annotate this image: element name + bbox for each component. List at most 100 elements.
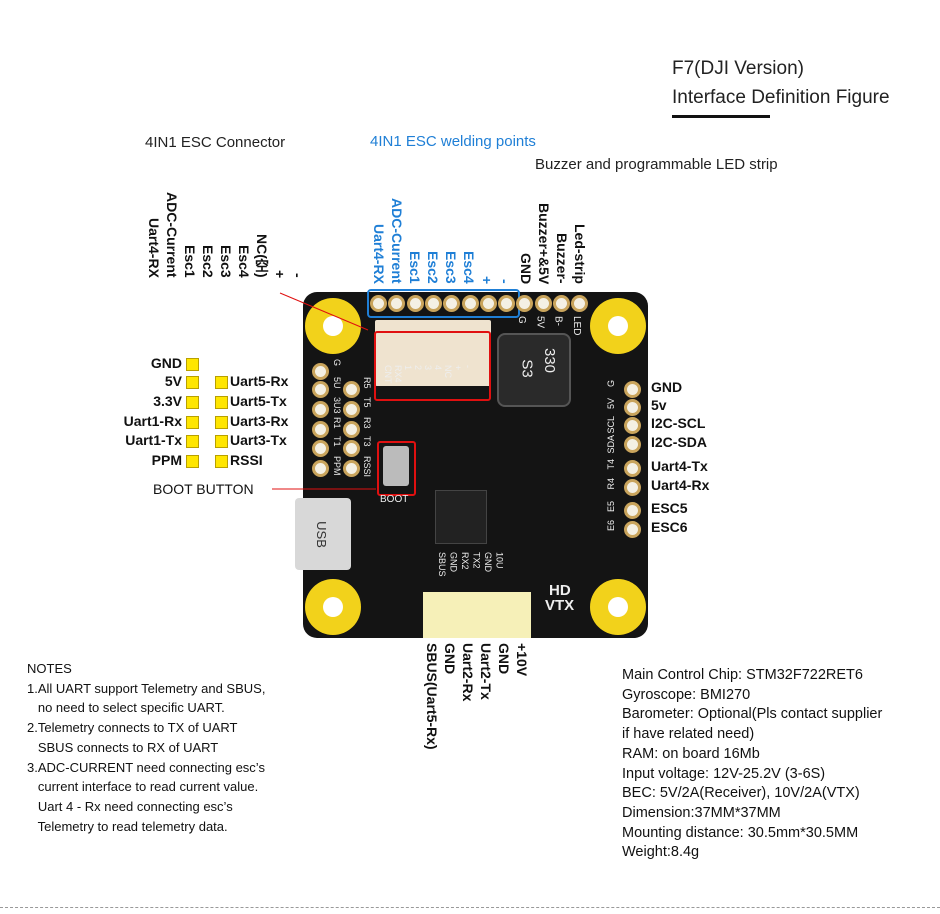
- pin-label: ADC-Current: [164, 192, 180, 278]
- solder-pad: [624, 436, 641, 453]
- solder-pad: [624, 460, 641, 477]
- solder-pad: [498, 295, 516, 312]
- solder-pad: [443, 295, 461, 312]
- right-pin-label: 5v: [651, 397, 667, 413]
- esc-connector-caption: 4IN1 ESC Connector: [145, 134, 286, 151]
- solder-pad: [406, 295, 424, 312]
- right-pin-label: GND: [651, 379, 683, 395]
- solder-pad: [624, 417, 641, 434]
- pin-label: Uart2-Rx: [460, 643, 476, 702]
- solder-pad: [343, 381, 360, 398]
- solder-pad: [516, 295, 534, 312]
- notes-line: current interface to read current value.: [27, 779, 259, 795]
- silk-label: T5: [362, 397, 372, 408]
- spec-line: if have related need): [622, 726, 755, 743]
- left-pin-label: Uart1-Tx: [125, 432, 182, 448]
- notes-title: NOTES: [27, 661, 72, 676]
- right-pin-label: Uart4-Tx: [651, 458, 708, 474]
- mounting-hole: [590, 298, 646, 354]
- solder-pad: [343, 421, 360, 438]
- silk-label: G: [516, 316, 527, 324]
- pin-label: Buzzer-: [554, 233, 570, 284]
- pin-marker: [186, 358, 199, 371]
- pin-label: Esc4: [461, 251, 477, 284]
- notes-line: Uart 4 - Rx need connecting esc’s: [27, 798, 233, 814]
- spec-line: Main Control Chip: STM32F722RET6: [622, 667, 863, 683]
- pin-label: Esc3: [443, 251, 459, 284]
- esc-welding-caption: 4IN1 ESC welding points: [370, 133, 536, 150]
- silk-label: PPM: [332, 456, 342, 476]
- silk-label: 10U: [494, 552, 505, 569]
- buzzer-caption: Buzzer and programmable LED strip: [535, 156, 778, 173]
- silk-label: +: [453, 365, 463, 371]
- left-inner-pin-label: Uart3-Rx: [230, 413, 289, 429]
- solder-pad: [343, 401, 360, 418]
- pin-label: GND: [442, 643, 458, 675]
- pin-marker: [215, 376, 228, 389]
- pin-label: -: [497, 279, 513, 284]
- pin-label: SBUS(Uart5-Rx): [424, 643, 440, 750]
- solder-pad: [370, 295, 387, 312]
- silk-label: -: [463, 365, 473, 368]
- silk-label: RSSI: [362, 456, 372, 478]
- solder-pad: [312, 401, 329, 418]
- notes-line: 1.All UART support Telemetry and SBUS,: [27, 680, 266, 696]
- right-pin-label: ESC6: [651, 519, 688, 535]
- solder-pad: [312, 363, 329, 380]
- solder-pad: [461, 295, 479, 312]
- silk-label: LED: [570, 316, 582, 336]
- pin-label: Uart2-Tx: [478, 643, 494, 700]
- solder-pad: [624, 521, 641, 538]
- right-pin-label: Uart4-Rx: [651, 477, 710, 493]
- pin-label: Buzzer+&5V: [536, 202, 552, 284]
- bottom-divider: [0, 907, 940, 908]
- pin-label: +: [479, 275, 495, 284]
- solder-pad: [343, 440, 360, 457]
- solder-pad: [624, 381, 641, 398]
- silk-label: R1: [332, 417, 342, 429]
- left-inner-pin-label: Uart5-Rx: [230, 373, 289, 389]
- left-pin-label: PPM: [151, 452, 182, 468]
- left-pin-label: 5V: [164, 373, 182, 389]
- pin-label: +10V: [514, 643, 530, 677]
- silk-label: GND: [483, 552, 493, 572]
- silk-label: G: [332, 359, 342, 367]
- right-pin-label: I2C-SCL: [651, 415, 706, 431]
- pin-label: Esc2: [425, 251, 441, 284]
- pin-label: Led-strip: [572, 224, 588, 284]
- solder-pad: [624, 502, 641, 519]
- spec-line: Gyroscope: BMI270: [622, 686, 751, 703]
- notes-line: 3.ADC-CURRENT need connecting esc’s: [27, 759, 265, 775]
- boot-button[interactable]: [383, 446, 409, 486]
- spec-line: Weight:8.4g: [622, 844, 700, 861]
- silk-label: T1: [332, 436, 342, 447]
- silk-label: 4: [433, 365, 443, 371]
- notes-line: no need to select specific UART.: [27, 700, 225, 716]
- mounting-hole: [305, 579, 361, 635]
- boot-button-caption: BOOT BUTTON: [153, 481, 254, 497]
- silk-label: 5V: [534, 316, 546, 329]
- notes-line: 2.Telemetry connects to TX of UART: [27, 720, 238, 736]
- silk-label: GND: [448, 552, 459, 572]
- esc-connector-highlight: [374, 331, 491, 401]
- solder-pad: [624, 399, 641, 416]
- pin-label: Uart4-RX: [371, 224, 387, 284]
- notes: NOTES 1.All UART support Telemetry and S…: [27, 659, 265, 836]
- left-pin-label: Uart1-Rx: [123, 413, 182, 429]
- usb-port[interactable]: [295, 498, 351, 570]
- pin-label: NC(空): [254, 234, 270, 278]
- pin-label: GND: [496, 643, 512, 675]
- pin-marker: [186, 376, 199, 389]
- spec-line: Barometer: Optional(Pls contact supplier: [622, 706, 883, 723]
- spec-line: Mounting distance: 30.5mm*30.5MM: [622, 824, 859, 841]
- pin-marker: [215, 435, 228, 448]
- hd-label: HD: [549, 582, 571, 599]
- silk-label: NC: [443, 365, 453, 378]
- silk-label: R3: [362, 417, 372, 429]
- notes-line: Telemetry to read telemetry data.: [27, 818, 228, 834]
